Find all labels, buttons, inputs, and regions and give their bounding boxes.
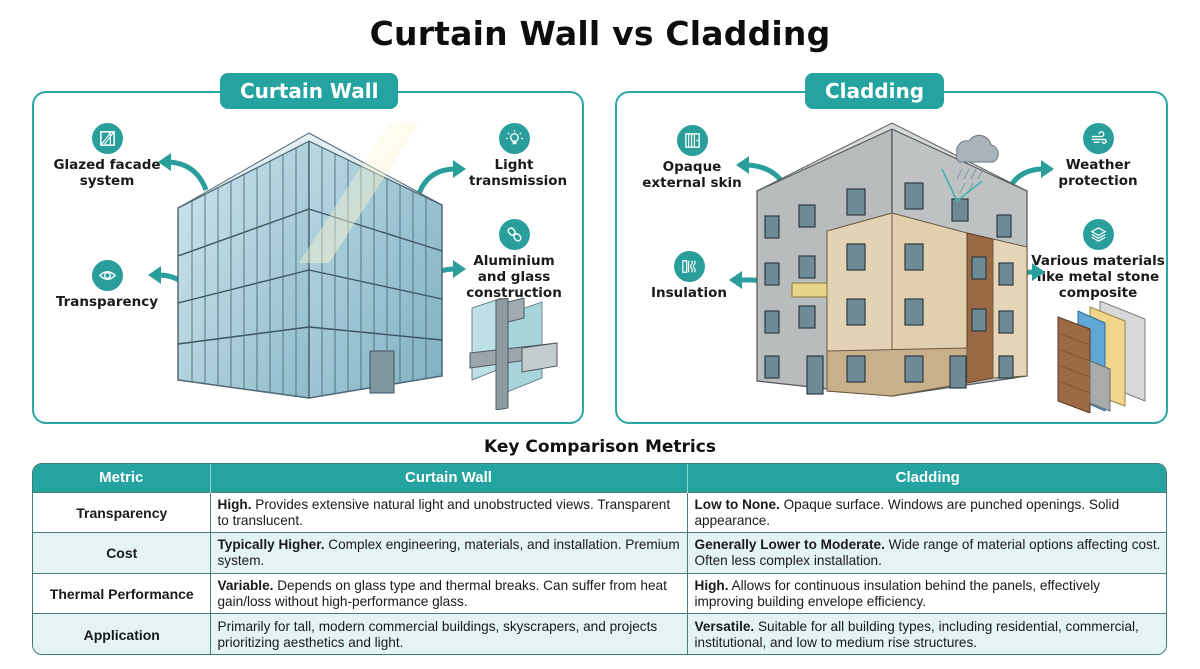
feature-label: Weather protection	[1058, 157, 1138, 189]
feature-label: Opaque external skin	[642, 159, 742, 191]
feature-insulation: Insulation	[614, 251, 764, 301]
curtain-wall-panel-label: Curtain Wall	[220, 73, 399, 109]
cladding-panel-label: Cladding	[805, 73, 945, 109]
header-curtain-wall: Curtain Wall	[210, 464, 688, 492]
wind-icon	[1082, 123, 1114, 154]
feature-opaque-skin: Opaque external skin	[617, 125, 767, 191]
mullion-section-detail-illustration	[469, 298, 558, 410]
cladding-cell: High. Allows for continuous insulation b…	[687, 572, 1166, 614]
feature-light-transmission: Light transmission	[439, 123, 589, 189]
metric-cell: Cost	[33, 532, 211, 573]
feature-aluminium-glass: Aluminium and glass construction	[439, 219, 589, 301]
feature-label: Insulation	[651, 285, 727, 301]
cladding-panel: Cladding Opaque external skin Insulation…	[614, 73, 1168, 424]
table-row: Cost Typically Higher. Complex engineeri…	[33, 532, 1166, 573]
feature-label: Aluminium and glass construction	[466, 253, 562, 301]
feature-label: Transparency	[55, 294, 159, 310]
comparison-table: Metric Curtain Wall Cladding Transparenc…	[32, 463, 1167, 655]
feature-transparency: Transparency	[32, 260, 182, 310]
table-header-row: Metric Curtain Wall Cladding	[33, 464, 1166, 492]
comparison-section-title: Key Comparison Metrics	[484, 437, 716, 457]
glass-office-building-illustration	[177, 123, 443, 399]
cladding-cell: Versatile. Suitable for all building typ…	[687, 613, 1166, 654]
header-metric: Metric	[33, 464, 211, 492]
page-title: Curtain Wall vs Cladding	[369, 14, 831, 53]
cladding-cell: Low to None. Opaque surface. Windows are…	[687, 491, 1166, 533]
glazed-panel-icon	[91, 123, 123, 154]
eye-icon	[91, 260, 123, 291]
clad-residential-building-illustration	[756, 122, 1028, 397]
rain-cloud-icon	[941, 134, 999, 203]
lightbulb-icon	[498, 123, 530, 154]
layers-icon	[1082, 219, 1114, 250]
feature-label: Light transmission	[469, 157, 568, 189]
wall-layer-section-detail-illustration	[1057, 301, 1146, 413]
table-row: Application Primarily for tall, modern c…	[33, 613, 1166, 654]
curtain-wall-panel: Curtain Wall Glazed facade system Transp…	[32, 73, 584, 424]
feature-label: Various materials like metal stone compo…	[1031, 253, 1165, 301]
feature-weather-protection: Weather protection	[1023, 123, 1173, 189]
curtain-wall-cell: Primarily for tall, modern commercial bu…	[210, 613, 688, 654]
header-cladding: Cladding	[687, 464, 1166, 492]
curtain-wall-cell: Variable. Depends on glass type and ther…	[210, 572, 688, 614]
curtain-wall-cell: High. Provides extensive natural light a…	[210, 491, 688, 533]
table-row: Thermal Performance Variable. Depends on…	[33, 572, 1166, 614]
feature-label: Glazed facade system	[53, 157, 161, 189]
insulation-icon	[673, 251, 705, 282]
chain-link-icon	[498, 219, 530, 250]
cladding-cell: Generally Lower to Moderate. Wide range …	[687, 532, 1166, 573]
metric-cell: Transparency	[33, 491, 211, 533]
table-row: Transparency High. Provides extensive na…	[33, 491, 1166, 533]
arrow-icon	[158, 153, 209, 191]
feature-various-materials: Various materials like metal stone compo…	[1023, 219, 1173, 301]
metric-cell: Application	[33, 613, 211, 654]
panel-wall-icon	[676, 125, 708, 156]
feature-glazed-facade: Glazed facade system	[32, 123, 182, 189]
curtain-wall-cell: Typically Higher. Complex engineering, m…	[210, 532, 688, 573]
metric-cell: Thermal Performance	[33, 572, 211, 614]
